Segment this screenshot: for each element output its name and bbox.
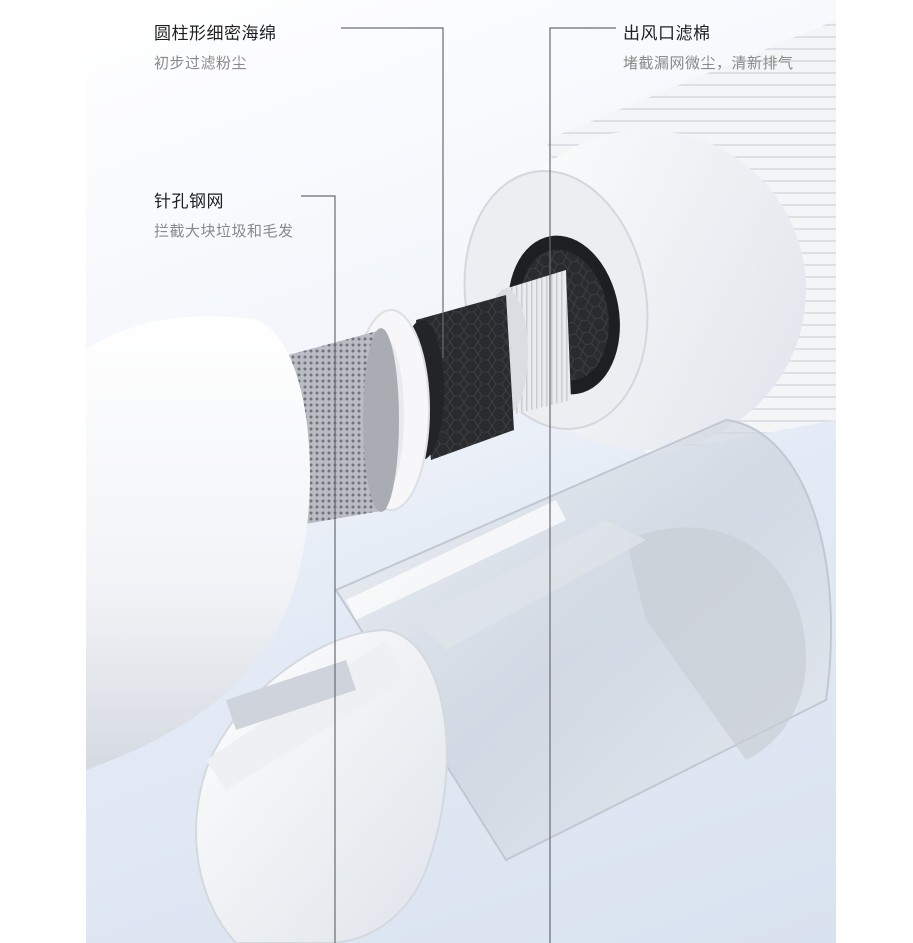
callout-lines: [301, 27, 616, 943]
feature-description: 堵截漏网微尘，清新排气: [623, 54, 794, 72]
feature-title: 出风口滤棉: [623, 24, 711, 44]
sponge-leader-line: [341, 27, 444, 358]
mesh-leader-line: [301, 195, 336, 943]
dust-cup: [334, 418, 833, 862]
feature-title: 针孔钢网: [154, 192, 224, 212]
feature-steel-mesh: 针孔钢网 拦截大块垃圾和毛发: [154, 187, 294, 241]
feature-outlet-filter: 出风口滤棉 堵截漏网微尘，清新排气: [623, 19, 794, 73]
feature-description: 初步过滤粉尘: [154, 54, 248, 72]
product-illustration: [86, 0, 836, 943]
feature-title: 圆柱形细密海绵: [154, 24, 277, 44]
dust-cup-lid: [195, 628, 448, 943]
feature-cylinder-sponge: 圆柱形细密海绵 初步过滤粉尘: [154, 19, 277, 73]
outlet-leader-line: [549, 27, 616, 943]
vacuum-filter-exploded-view: [86, 20, 836, 943]
left-body: [86, 316, 310, 770]
feature-description: 拦截大块垃圾和毛发: [154, 222, 294, 240]
